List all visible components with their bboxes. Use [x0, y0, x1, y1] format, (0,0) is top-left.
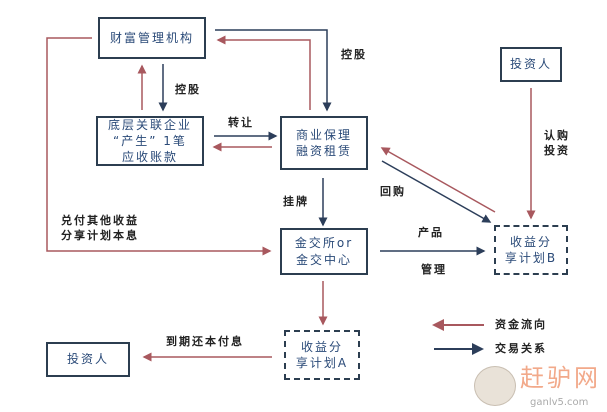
- donkey-logo-icon: [474, 366, 516, 406]
- label-buyback: 回购: [380, 185, 406, 198]
- edge-buyback-fund: [380, 147, 496, 213]
- watermark-brand: 赶驴网: [520, 364, 601, 392]
- edge-wealth-to-factoring-control: [215, 29, 332, 112]
- label-transfer: 转让: [228, 116, 254, 129]
- node-plan-a: 收益分 享计划A: [284, 330, 360, 380]
- edge-factoring-to-wealth-fund: [216, 35, 311, 110]
- watermark-url: ganlv5.com: [530, 397, 589, 408]
- legend-trade-relation-label: 交易关系: [495, 342, 547, 355]
- label-product: 产品: [418, 226, 444, 239]
- edge-wealth-to-exchange-fund: [46, 37, 272, 256]
- node-exchange: 金交所or 金交中心: [280, 228, 368, 275]
- node-wealth-management: 财富管理机构: [98, 17, 206, 59]
- node-underlying-company: 底层关联企业 “产生” 1笔 应收账款: [96, 116, 204, 166]
- label-listing: 挂牌: [283, 195, 309, 208]
- legend-fund-flow-label: 资金流向: [495, 318, 547, 331]
- node-plan-b: 收益分 享计划B: [494, 225, 568, 275]
- edge-buyback-trade: [381, 160, 492, 223]
- label-maturity: 到期还本付息: [166, 335, 244, 348]
- node-investor-top: 投资人: [500, 47, 562, 82]
- label-management: 管理: [421, 263, 447, 276]
- label-control-left: 控股: [175, 83, 201, 96]
- label-subscribe: 认购 投资: [544, 129, 570, 157]
- label-redeem-other: 兑付其他收益 分享计划本息: [61, 214, 139, 242]
- label-control-top: 控股: [341, 48, 367, 61]
- node-factoring-leasing: 商业保理 融资租赁: [280, 116, 368, 170]
- node-investor-bottom: 投资人: [46, 342, 130, 377]
